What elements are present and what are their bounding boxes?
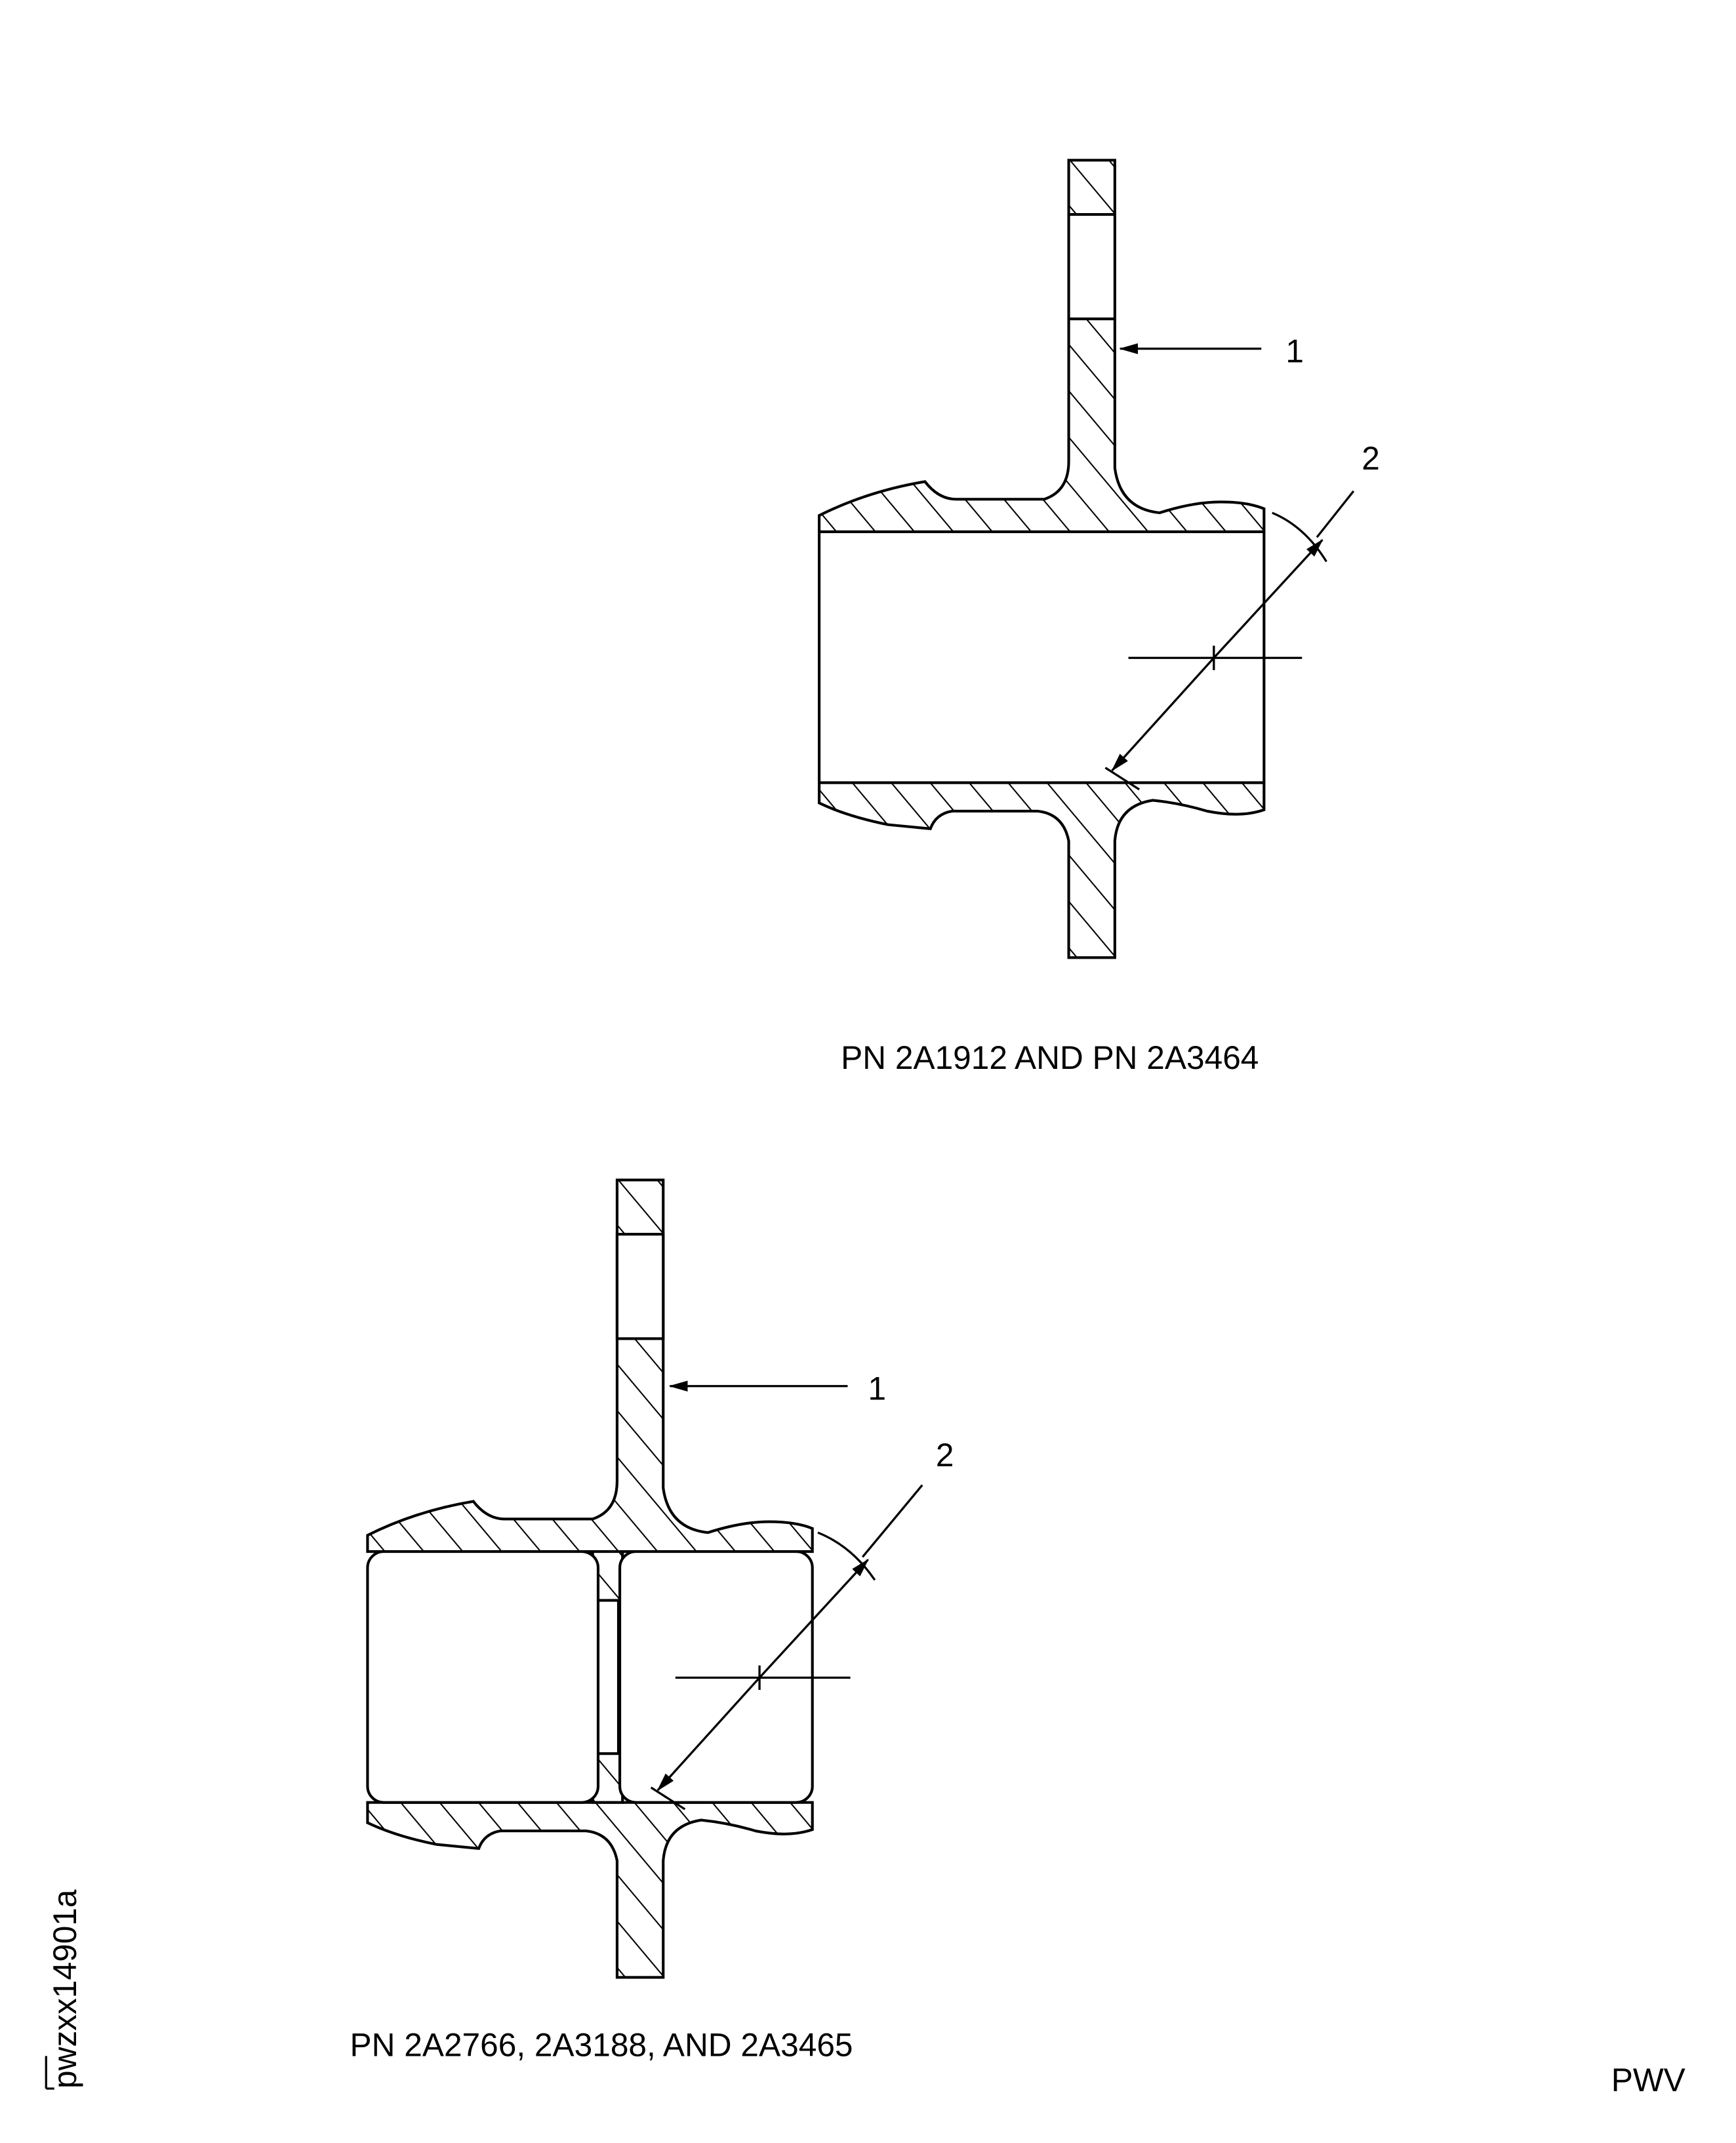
view-1-caption: PN 2A1912 AND PN 2A3464 (841, 1039, 1259, 1076)
callout-1-label: 1 (1285, 332, 1304, 369)
view-2-bushing-section: 1 2 PN 2A2766, 2A3188, AND 2A3465 (350, 1178, 954, 2063)
callout-2-leader (1316, 490, 1355, 538)
extension-tick (650, 1786, 686, 1811)
figure-id-mark: pwzxx14901a (45, 1889, 83, 2090)
callout-2-dimension (1213, 538, 1323, 659)
lower-wall-and-flange (366, 1801, 814, 1979)
extension-arc (817, 1531, 876, 1581)
extension-tick (1104, 767, 1140, 791)
figure-id-bracket (45, 2056, 54, 2090)
upper-wall-and-flange (366, 1178, 814, 1553)
corner-mark: PWV (1611, 2062, 1686, 2098)
left-bore (366, 1550, 600, 1804)
callout-1-label: 1 (868, 1370, 887, 1407)
callout-2-dimension-lower (1111, 657, 1215, 772)
view-1-bushing-section: 1 2 PN 2A1912 AND PN 2A3464 (817, 159, 1380, 1076)
view-2-caption: PN 2A2766, 2A3188, AND 2A3465 (350, 2026, 853, 2063)
callout-2-dimension (758, 1558, 869, 1679)
extension-arc (1272, 511, 1327, 563)
flange-hole (1067, 212, 1116, 321)
callout-2-leader (861, 1484, 923, 1558)
lower-wall-and-flange (817, 781, 1266, 959)
callout-2-dimension-lower (656, 1677, 761, 1792)
callout-2-label: 2 (1362, 440, 1380, 477)
web-gap (595, 1599, 620, 1755)
callout-2-label: 2 (936, 1437, 954, 1473)
figure-id: pwzxx14901a (47, 1889, 83, 2089)
flange-hole (615, 1233, 665, 1340)
upper-wall-and-flange (817, 159, 1266, 534)
